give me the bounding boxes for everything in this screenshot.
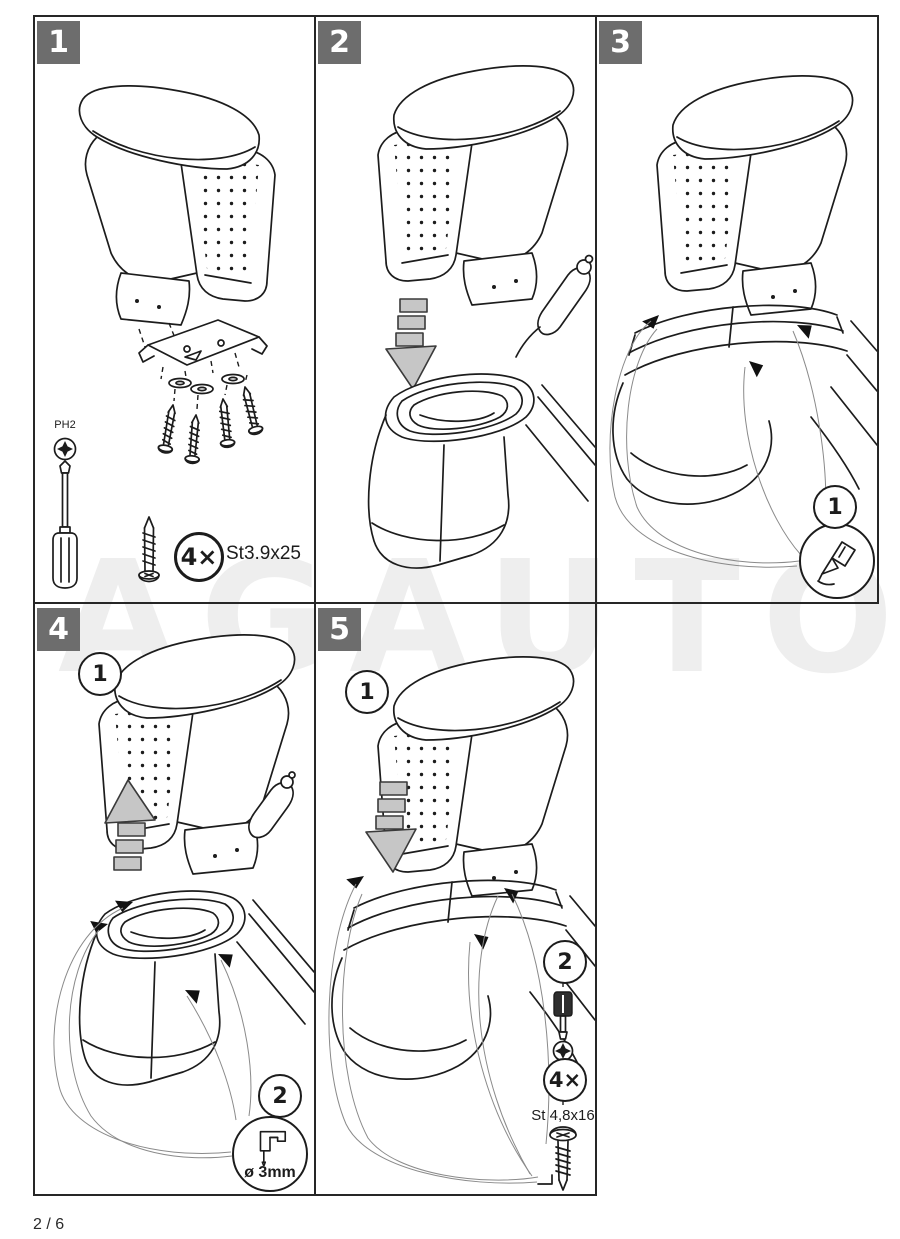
marker-pen-icon: [817, 541, 856, 586]
illustration-mark-points: [609, 75, 877, 568]
screw-size-label: St3.9x25: [226, 543, 301, 564]
mark-instruction-circle: [799, 523, 875, 599]
step-circle: 1: [813, 485, 857, 529]
step-circle: 2: [543, 940, 587, 984]
step-panel-2: 2: [314, 15, 597, 604]
illustration-armrest-insert: [367, 65, 595, 569]
phillips-bit-icon: [53, 437, 77, 461]
armrest-drawing: [656, 75, 854, 316]
step-circle: 1: [78, 652, 122, 696]
step-panel-5: 5: [314, 602, 597, 1196]
washer-icon: [168, 373, 245, 395]
step-number-badge: 1: [37, 21, 80, 64]
handbrake-icon: [248, 771, 296, 839]
step-circle: 2: [258, 1074, 302, 1118]
illustration-refit-armrest-screws: [328, 656, 595, 1191]
leader-lines: [328, 883, 550, 1184]
armrest-drawing: [78, 85, 276, 326]
drill-icon: [259, 1130, 287, 1166]
console-drawing: [331, 879, 595, 1080]
handbrake-icon: [515, 254, 594, 358]
drill-diameter-label: ø 3mm: [244, 1164, 296, 1181]
step-panel-3: 3 1: [595, 15, 879, 604]
illustration-remove-armrest-drill: [53, 634, 314, 1159]
screwdriver-type-label: PH2: [54, 419, 76, 431]
console-drawing: [612, 304, 877, 505]
step-panel-4: 4: [33, 602, 316, 1196]
leader-lines: [609, 320, 827, 568]
armrest-drawing: [377, 656, 575, 897]
step-number-badge: 5: [318, 608, 361, 651]
screwdriver-icon: [553, 991, 573, 1040]
screw-count-circle: 4×: [543, 1058, 587, 1102]
screw-count-circle: 4×: [174, 532, 224, 582]
mounting-bracket-icon: [138, 319, 268, 366]
step-panel-1: 1: [33, 15, 316, 604]
screw-icon: [549, 1126, 577, 1191]
console-drawing: [367, 373, 595, 569]
screwdriver-icon: [52, 460, 78, 589]
leader-lines: [53, 907, 252, 1159]
down-arrow-icon: [385, 298, 437, 390]
leader-hook: [537, 1174, 553, 1185]
screw-size-label: St 4,8x16: [531, 1107, 595, 1124]
screw-icon: [138, 516, 160, 583]
illustration-armrest-exploded: [52, 85, 276, 589]
step-number-badge: 2: [318, 21, 361, 64]
step-number-badge: 4: [37, 608, 80, 651]
page-number: 2 / 6: [33, 1216, 65, 1233]
step-circle: 1: [345, 670, 389, 714]
armrest-drawing: [98, 634, 296, 875]
console-drawing: [78, 890, 314, 1086]
screw-icon: [156, 384, 265, 465]
step-number-badge: 3: [599, 21, 642, 64]
drill-instruction-circle: ø 3mm: [232, 1116, 308, 1192]
armrest-drawing: [377, 65, 575, 306]
